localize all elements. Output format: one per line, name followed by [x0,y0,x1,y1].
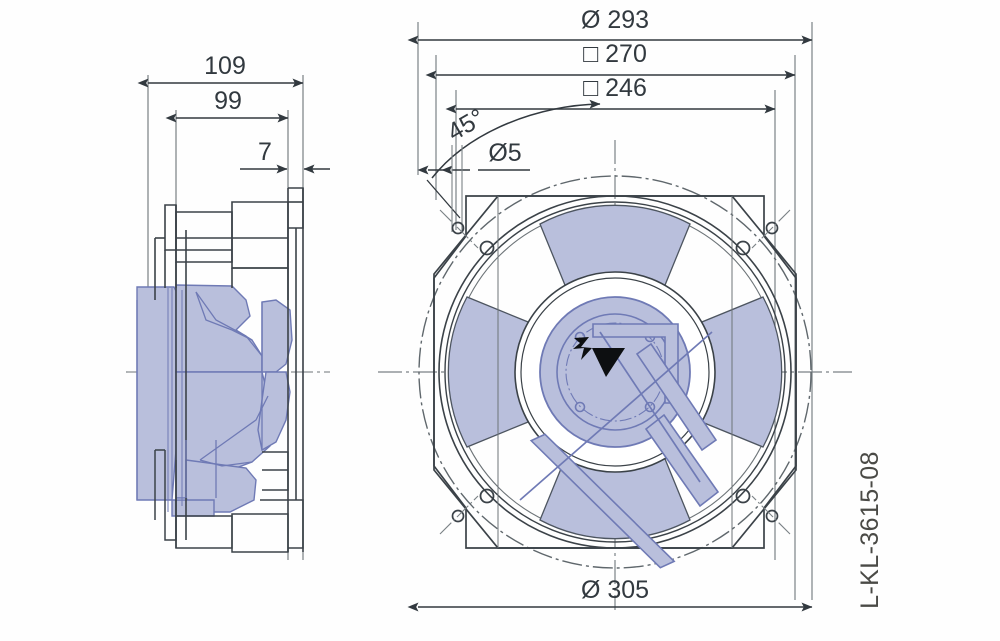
angle-45-leader [426,179,461,219]
left-side-section-view: 109 99 7 [126,52,330,560]
impeller-section-fills [136,284,293,517]
dim-dia-5: Ø5 [417,139,530,232]
venturi-inner-ring [444,201,786,543]
front-elevation-view [378,140,852,610]
blade-detail-lines [136,291,269,500]
inner-guide-square [497,196,733,548]
dim-label-square-270: □ 270 [583,40,647,68]
dim-label-dia-5: Ø5 [488,139,521,167]
front-view-top-dimensions: Ø 293 □ 270 □ 246 45° Ø5 [407,6,813,600]
dim-label-dia-305: Ø 305 [581,576,649,604]
impeller-blade-segments [447,204,783,540]
side-hairlines [167,288,183,512]
dim-square-246: □ 246 [445,74,776,114]
swing-diameter-circle [418,175,812,569]
mount-hole-tl [451,221,465,235]
dim-label-dia-293: Ø 293 [581,6,649,34]
dim-label-square-246: □ 246 [583,74,647,102]
corner-mount-holes [451,221,779,523]
airflow-direction-arrow [529,323,720,569]
mount-hole-bl [451,509,465,523]
dim-109: 109 [137,52,304,88]
inner-holes [479,240,751,504]
angle-45-arc [431,99,601,179]
dim-dia-293: Ø 293 [407,6,813,45]
dim-label-109: 109 [204,52,246,80]
dim-label-7: 7 [258,138,272,166]
dim-99: 99 [165,87,289,123]
corner-hole-centerlines [439,209,791,535]
dim-label-99: 99 [214,87,242,115]
mount-hole-tr [765,221,779,235]
mount-hole-br [765,509,779,523]
part-number-label: L-KL-3615-08 [856,451,884,609]
venturi-outer-ring [438,195,792,549]
dim-7: 7 [240,138,330,174]
rotation-direction-arrow [573,337,625,377]
dim-square-270: □ 270 [425,40,796,80]
dim-dia-305: Ø 305 [407,576,813,612]
